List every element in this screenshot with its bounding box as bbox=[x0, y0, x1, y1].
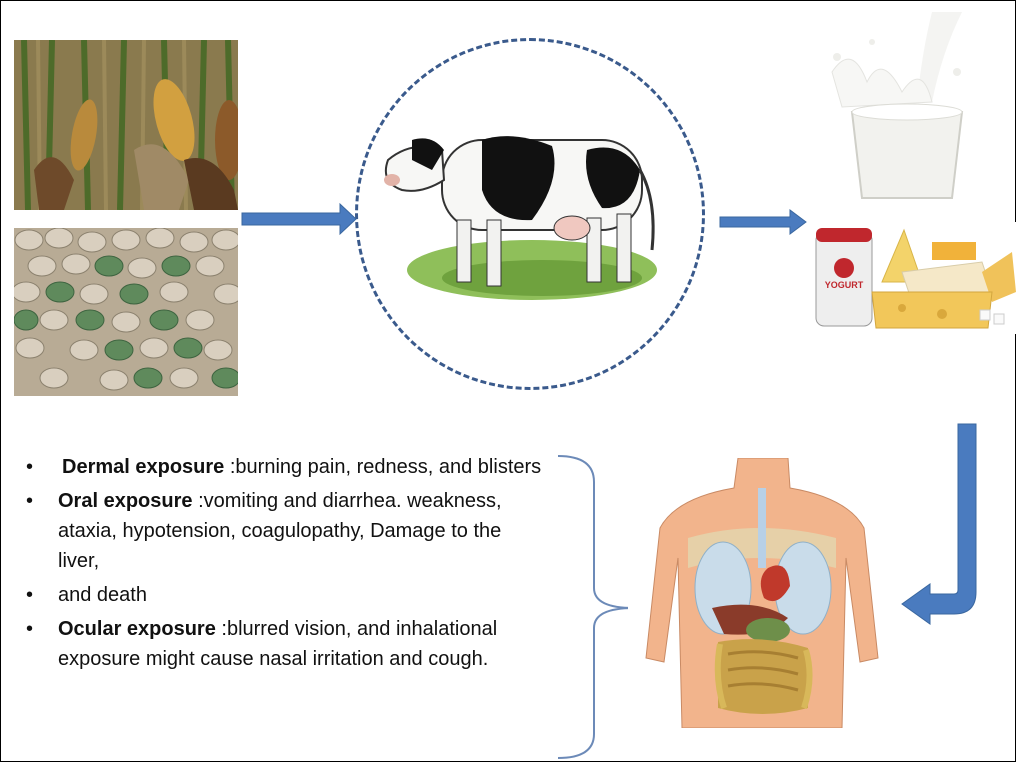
bullet-ocular-exposure: Ocular exposure :blurred vision, and inh… bbox=[24, 614, 544, 674]
bullet-ocular-label: Ocular exposure bbox=[58, 618, 216, 640]
bullet-oral-exposure: Oral exposure :vomiting and diarrhea. we… bbox=[24, 486, 544, 576]
arrow-dairy-to-human-icon bbox=[902, 424, 976, 624]
bullet-dermal-label: Dermal exposure bbox=[62, 456, 224, 478]
bullet-death: and death bbox=[24, 580, 544, 610]
bullet-dermal-exposure: Dermal exposure :burning pain, redness, … bbox=[24, 452, 544, 482]
exposure-symptoms-list: Dermal exposure :burning pain, redness, … bbox=[24, 452, 544, 678]
curly-brace bbox=[550, 452, 640, 764]
human-anatomy-image bbox=[628, 458, 896, 728]
bullet-death-text: and death bbox=[58, 584, 147, 606]
bullet-oral-label: Oral exposure bbox=[58, 490, 193, 512]
arrow-feed-to-cow-icon bbox=[242, 204, 356, 234]
bullet-dermal-text: :burning pain, redness, and blisters bbox=[224, 456, 541, 478]
arrow-cow-to-dairy-icon bbox=[720, 210, 806, 234]
